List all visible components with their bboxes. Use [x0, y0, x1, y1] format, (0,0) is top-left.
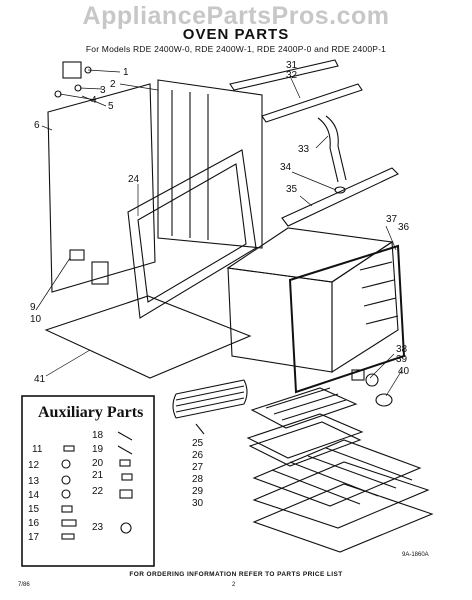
callout-9: 9	[30, 302, 36, 313]
revision-date: 7/86	[18, 582, 30, 588]
art-code: 9A-1860A	[402, 552, 429, 558]
callout-20: 20	[92, 458, 104, 469]
callout-31: 31	[286, 60, 298, 71]
oven-rack-lower	[252, 461, 430, 529]
oven-liner-side	[331, 241, 399, 374]
callout-10: 10	[30, 314, 42, 325]
callout-13: 13	[28, 476, 40, 487]
hinge-bracket	[62, 61, 82, 79]
oven-liner-front	[227, 267, 333, 373]
callout-41: 41	[34, 374, 46, 385]
auxiliary-parts-title: Auxiliary Parts	[38, 404, 144, 421]
callout-32: 32	[286, 70, 298, 81]
callout-35: 35	[286, 184, 298, 195]
auxiliary-parts-box	[21, 395, 155, 567]
bottom-panel	[44, 295, 252, 379]
ordering-footer: FOR ORDERING INFORMATION REFER TO PARTS …	[129, 571, 343, 578]
top-rail-front	[261, 83, 363, 123]
callout-23: 23	[92, 522, 104, 533]
callout-24: 24	[128, 174, 140, 185]
callout-1: 1	[123, 67, 129, 78]
oven-front-frame	[127, 149, 257, 319]
callout-40: 40	[398, 366, 410, 377]
top-rail-rear	[229, 59, 339, 91]
callout-11: 11	[32, 444, 43, 455]
callout-18: 18	[92, 430, 104, 441]
callout-5: 5	[108, 101, 114, 112]
light-socket	[351, 369, 365, 381]
broiler-grid	[250, 387, 358, 429]
diagram-title: OVEN PARTS	[182, 26, 290, 43]
callout-12: 12	[28, 460, 40, 471]
callout-15: 15	[28, 504, 40, 515]
oven-bottom-pan	[252, 483, 434, 553]
callout-27: 27	[192, 462, 204, 473]
oven-rack-upper	[252, 439, 422, 507]
callout-19: 19	[92, 444, 104, 455]
callout-4: 4	[91, 95, 97, 106]
support-channel	[281, 167, 399, 227]
side-panel	[157, 79, 263, 249]
thermostat-bracket	[69, 249, 85, 261]
callout-25: 25	[192, 438, 204, 449]
callout-29: 29	[192, 486, 204, 497]
bake-element	[172, 379, 248, 419]
callout-22: 22	[92, 486, 104, 497]
callout-17: 17	[28, 532, 40, 543]
vent-tube	[317, 117, 339, 183]
oven-gasket	[288, 244, 406, 394]
callout-36: 36	[398, 222, 410, 233]
callout-38: 38	[396, 344, 408, 355]
broiler-pan	[246, 413, 364, 459]
callout-28: 28	[192, 474, 204, 485]
callout-labels: 1 2 3 4 5 6 9 10 41 24 31 32 33 34 35 37…	[28, 60, 410, 543]
callout-39: 39	[396, 354, 408, 365]
callout-26: 26	[192, 450, 204, 461]
callout-33: 33	[298, 144, 310, 155]
models-subtitle: For Models RDE 2400W-0, RDE 2400W-1, RDE…	[85, 44, 387, 54]
light-bulb	[375, 393, 393, 407]
callout-2: 2	[110, 79, 116, 90]
callout-37: 37	[386, 214, 398, 225]
callout-21: 21	[92, 470, 104, 481]
site-watermark: AppliancePartsPros.com	[82, 2, 390, 30]
callout-30: 30	[192, 498, 204, 509]
callout-16: 16	[28, 518, 40, 529]
callout-3: 3	[100, 85, 106, 96]
page-number: 2	[232, 582, 236, 588]
back-panel	[47, 83, 156, 293]
callout-34: 34	[280, 162, 292, 173]
auxiliary-part-glyphs	[61, 431, 133, 540]
callout-6: 6	[34, 120, 40, 131]
callout-14: 14	[28, 490, 40, 501]
